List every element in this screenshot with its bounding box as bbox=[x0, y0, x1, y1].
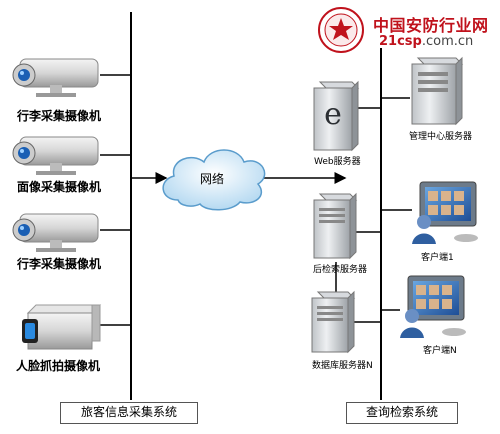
database-server-icon bbox=[311, 290, 356, 354]
management-server-icon bbox=[411, 56, 464, 126]
search-server-icon bbox=[313, 192, 358, 260]
camera-4-icon bbox=[22, 304, 102, 350]
web-server-label: Web服务器 bbox=[314, 157, 361, 167]
client-n-workstation-icon bbox=[400, 275, 466, 338]
collection-system-box: 旅客信息采集系统 bbox=[60, 402, 198, 424]
logo-domain: 21csp.com.cn bbox=[379, 34, 473, 49]
svg-text:e: e bbox=[324, 97, 342, 132]
client-1-workstation-icon bbox=[412, 181, 478, 244]
search-server-label: 后检索服务器 bbox=[313, 265, 368, 275]
camera-2-icon bbox=[12, 136, 99, 175]
camera-1-label: 行李采集摄像机 bbox=[17, 109, 102, 123]
logo-emblem-icon bbox=[318, 7, 364, 53]
camera-3-icon bbox=[12, 213, 99, 252]
client-1-label: 客户端1 bbox=[421, 253, 454, 263]
camera-3-label: 行李采集摄像机 bbox=[17, 257, 102, 271]
logo-title: 中国安防行业网 bbox=[373, 16, 489, 35]
cloud-label: 网络 bbox=[200, 172, 225, 186]
query-system-box: 查询检索系统 bbox=[346, 402, 458, 424]
management-server-label: 管理中心服务器 bbox=[409, 132, 473, 142]
web-server-icon: e bbox=[313, 80, 360, 152]
camera-4-label: 人脸抓拍摄像机 bbox=[16, 359, 101, 373]
camera-2-label: 面像采集摄像机 bbox=[17, 180, 102, 194]
database-server-label: 数据库服务器N bbox=[312, 361, 373, 371]
camera-1-icon bbox=[12, 58, 99, 97]
network-cloud-icon bbox=[162, 149, 266, 211]
logo-domain-suffix: .com.cn bbox=[421, 34, 474, 49]
client-n-label: 客户端N bbox=[423, 346, 457, 356]
logo-domain-main: 21csp bbox=[379, 34, 422, 49]
